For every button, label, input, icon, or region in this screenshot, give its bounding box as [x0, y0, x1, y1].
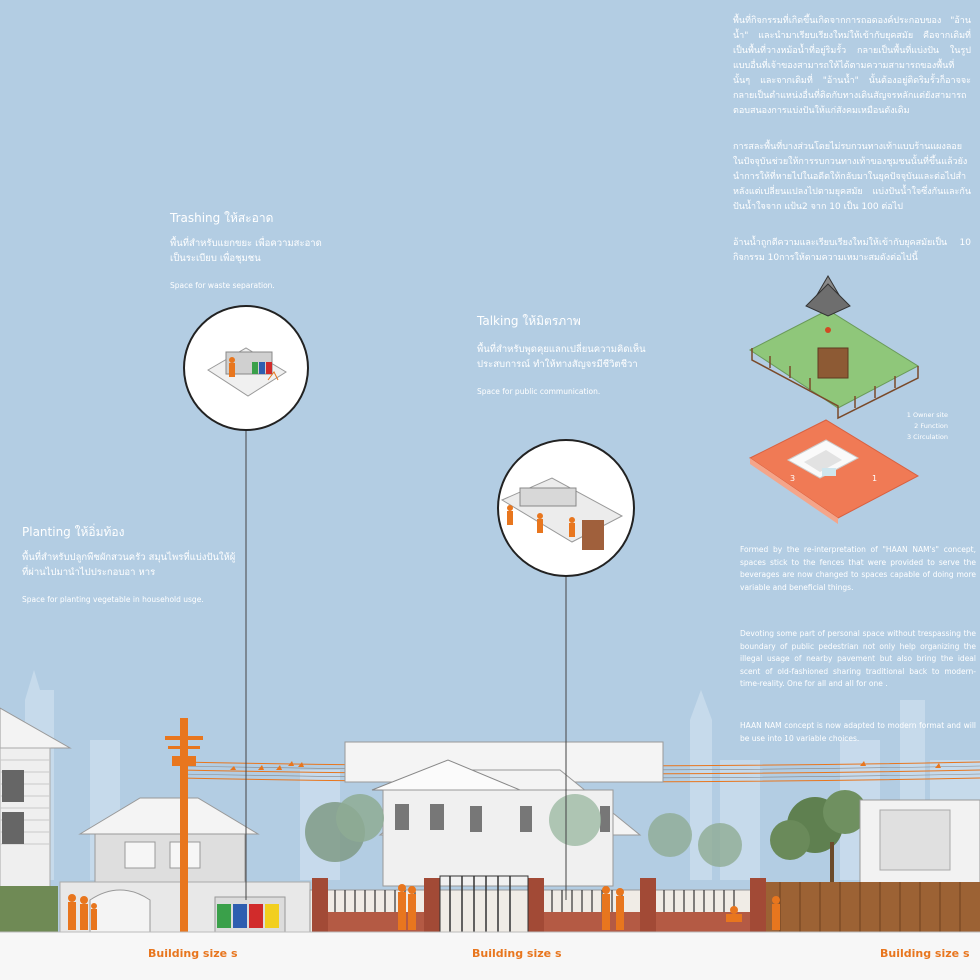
legend-function: 2 Function — [914, 422, 948, 430]
callout-lines — [245, 430, 567, 900]
talking-title: Talking ให้มิตรภาพ — [477, 314, 581, 328]
legend-circulation: 3 Circulation — [906, 433, 948, 441]
talking-description-th: พื้นที่สำหรับพูดคุยแลกเปลี่ยนความคิดเห็น… — [477, 342, 697, 372]
talking-th-line1: พื้นที่สำหรับพูดคุยแลกเปลี่ยนความคิดเห็น — [477, 344, 646, 355]
trashing-th-line2: เป็นระเบียบ เพื่อชุมชน — [170, 253, 261, 264]
building-size-label-left: Building size s — [148, 947, 238, 960]
planting-th-line1: พื้นที่สำหรับปลูกพืชผักสวนครัว สมุนไพรที… — [22, 552, 236, 563]
trashing-description-en: Space for waste separation. — [170, 281, 275, 290]
people-figures — [68, 884, 780, 930]
zone-number-3: 3 — [790, 474, 796, 483]
zone-diagram — [749, 419, 920, 524]
talking-th-line2: ประสบการณ์ ทำให้ทางสัญจรมีชีวิตชีวา — [477, 359, 638, 370]
shrub — [0, 886, 58, 932]
planting-th-line2: ที่ผ่านไปมานำไปประกอบอา หาร — [22, 567, 156, 578]
wooden-fence — [766, 882, 980, 932]
trashing-th-line1: พื้นที่สำหรับแยกขยะ เพื่อความสะอาด — [170, 238, 322, 249]
trashing-callout — [183, 305, 309, 431]
right-house — [859, 799, 980, 891]
building-size-label-middle: Building size s — [472, 947, 562, 960]
concept-text-en-2: Devoting some part of personal space wit… — [740, 629, 976, 688]
trashing-title: Trashing ให้สะอาด — [170, 211, 274, 225]
legend-owner-site: 1 Owner site — [906, 411, 948, 419]
talking-description-en: Space for public communication. — [477, 387, 601, 396]
site-plan-diagram — [749, 275, 920, 420]
trashing-description-th: พื้นที่สำหรับแยกขยะ เพื่อความสะอาด เป็นร… — [170, 236, 370, 266]
left-house — [0, 707, 72, 889]
zone-number-1: 1 — [872, 474, 878, 483]
concept-text-th-2: การสละพื้นที่บางส่วนโดยไม่รบกวนทางเท้าแบ… — [733, 142, 971, 212]
concept-text-en-1: Formed by the re-interpretation of "HAAN… — [740, 545, 976, 592]
concept-text-th-1: พื้นที่กิจกรรมที่เกิดขึ้นเกิดจากการถอดอง… — [733, 16, 971, 116]
utility-pole — [165, 718, 203, 932]
concept-text-th-3: อ้านน้ำถูกตีความและเรียบเรียงใหม่ให้เข้า… — [733, 238, 971, 263]
diagram-legend: 1 Owner site 2 Function 3 Circulation — [880, 410, 948, 443]
planting-title: Planting ให้อิ่มท้อง — [22, 525, 125, 539]
birds — [230, 761, 941, 770]
talking-callout — [497, 439, 635, 577]
planting-description-en: Space for planting vegetable in househol… — [22, 595, 204, 604]
ground — [0, 932, 980, 980]
recycle-bins — [217, 904, 279, 928]
concept-text-en-3: HAAN NAM concept is now adapted to moder… — [740, 721, 976, 743]
middle-house — [344, 741, 664, 887]
orange-markers — [267, 371, 279, 381]
planting-description-th: พื้นที่สำหรับปลูกพืชผักสวนครัว สมุนไพรที… — [22, 550, 292, 580]
building-size-label-right: Building size s — [880, 947, 970, 960]
trees — [305, 790, 867, 892]
